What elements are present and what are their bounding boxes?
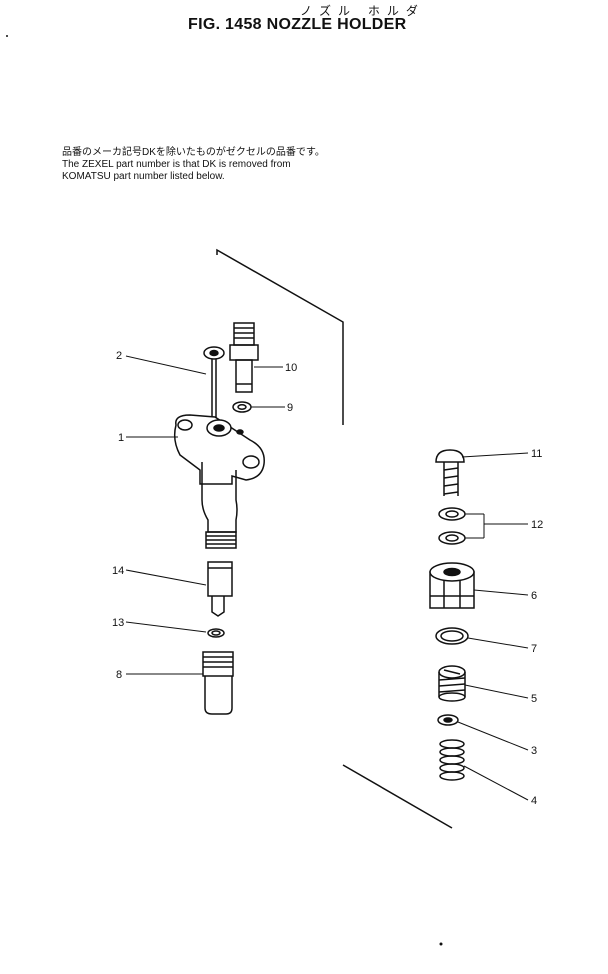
callout-3: 3 xyxy=(531,745,537,757)
callout-4: 4 xyxy=(531,795,537,807)
callout-2: 2 xyxy=(116,350,122,362)
callout-labels: 2 10 9 1 14 13 8 11 12 6 7 5 3 4 xyxy=(112,350,543,807)
callout-1: 1 xyxy=(118,432,124,444)
figure-title: FIG. 1458 NOZZLE HOLDER xyxy=(188,16,407,33)
part-4-spring xyxy=(439,739,465,781)
part-8-retaining-nut xyxy=(202,651,234,715)
part-11-screw xyxy=(435,449,465,496)
part-9-gasket xyxy=(232,401,252,413)
callout-9: 9 xyxy=(287,402,293,414)
callout-7: 7 xyxy=(531,643,537,655)
callout-12: 12 xyxy=(531,519,543,531)
scan-specks xyxy=(6,35,443,946)
part-10-inlet-connector xyxy=(229,322,259,393)
assembly-bracket-lines xyxy=(216,248,453,829)
note-line-2: The ZEXEL part number is that DK is remo… xyxy=(62,159,291,170)
note-line-japanese: 品番のメーカ記号DKを除いたものがゼクセルの品番です。 xyxy=(62,147,325,158)
part-1-holder-body xyxy=(173,414,265,549)
part-7-o-ring xyxy=(435,627,469,645)
part-2-bolt xyxy=(203,346,225,420)
callout-13: 13 xyxy=(112,617,124,629)
part-5-adjusting-screw xyxy=(438,665,466,702)
part-13-ring xyxy=(207,628,225,638)
note-line-3: KOMATSU part number listed below. xyxy=(62,171,225,182)
leader-lines xyxy=(125,355,529,801)
callout-11: 11 xyxy=(531,448,542,460)
part-12-washers xyxy=(438,507,466,545)
title-kana: ノズル ホルダ xyxy=(300,4,425,18)
callout-10: 10 xyxy=(285,362,297,374)
part-14-nozzle xyxy=(207,561,233,617)
part-3-spring-seat xyxy=(437,714,459,726)
callout-5: 5 xyxy=(531,693,537,705)
callout-8: 8 xyxy=(116,669,122,681)
callout-6: 6 xyxy=(531,590,537,602)
part-6-cap-nut xyxy=(429,562,475,609)
callout-14: 14 xyxy=(112,565,124,577)
